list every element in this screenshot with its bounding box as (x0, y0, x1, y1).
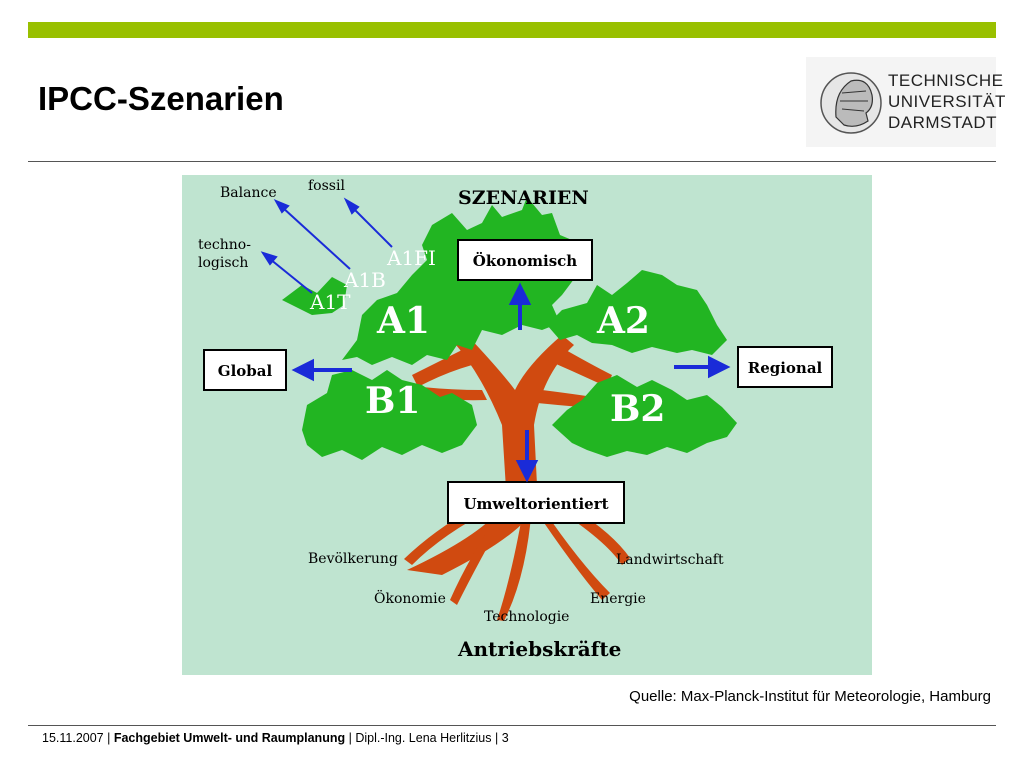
foliage-b1 (302, 370, 477, 460)
axis-box-top (457, 239, 593, 281)
page-title: IPCC-Szenarien (38, 80, 284, 117)
roots-title: Antriebskräfte (457, 637, 621, 661)
tree-svg: A1 A2 B1 B2 A1FI A1B A1T SZENARIEN fossi… (198, 178, 833, 661)
branch-label-techno: techno- (198, 237, 251, 253)
footer-author: Dipl.-Ing. Lena Herlitzius (355, 731, 492, 745)
variant-a1fi: A1FI (386, 246, 436, 270)
scenario-a1: A1 (376, 300, 430, 342)
axis-label-global: Global (218, 362, 273, 380)
logo-line-2: UNIVERSITÄT (888, 92, 1006, 111)
tree-trunk (452, 335, 574, 505)
logo-line-3: DARMSTADT (888, 113, 998, 132)
footer-page: 3 (501, 731, 509, 745)
variant-a1b: A1B (343, 268, 386, 292)
source-caption: Quelle: Max-Planck-Institut für Meteorol… (629, 688, 991, 705)
athena-head-icon (820, 72, 882, 134)
header-divider (28, 161, 996, 162)
foliage-b2 (552, 375, 737, 457)
root-bevoelkerung: Bevölkerung (308, 551, 398, 567)
scenario-tree-diagram: A1 A2 B1 B2 A1FI A1B A1T SZENARIEN fossi… (182, 175, 872, 675)
diagram-heading: SZENARIEN (458, 187, 589, 209)
foliage-a2 (547, 270, 727, 355)
footer: 15.11.2007 | Fachgebiet Umwelt- und Raum… (42, 731, 509, 745)
scenario-b1: B1 (365, 380, 420, 422)
axis-box-left (203, 349, 287, 391)
university-logo: TECHNISCHE UNIVERSITÄT DARMSTADT (806, 57, 1005, 147)
variant-a1t: A1T (309, 290, 351, 314)
branch-label-fossil: fossil (308, 178, 345, 194)
branch-label-balance: Balance (220, 185, 277, 201)
footer-divider (28, 725, 996, 726)
root-landwirtschaft: Landwirtschaft (616, 552, 724, 568)
axis-label-umweltorientiert: Umweltorientiert (463, 495, 608, 513)
axis-label-oekonomisch: Ökonomisch (473, 251, 578, 270)
accent-bar (28, 22, 996, 38)
axis-arrows (291, 282, 731, 483)
root-oekonomie: Ökonomie (374, 589, 446, 607)
logo-line-1: TECHNISCHE (888, 71, 1004, 90)
axis-box-bottom (447, 481, 625, 524)
root-energie: Energie (590, 591, 646, 607)
branch-label-logisch: logisch (198, 255, 248, 271)
root-technologie: Technologie (484, 609, 569, 625)
scenario-a2: A2 (596, 300, 650, 342)
axis-box-right (737, 346, 833, 388)
footer-department: Fachgebiet Umwelt- und Raumplanung (113, 731, 346, 745)
footer-date: 15.11.2007 (42, 731, 104, 745)
scenario-b2: B2 (610, 388, 665, 430)
axis-label-regional: Regional (748, 359, 823, 377)
variant-arrows (260, 197, 393, 294)
